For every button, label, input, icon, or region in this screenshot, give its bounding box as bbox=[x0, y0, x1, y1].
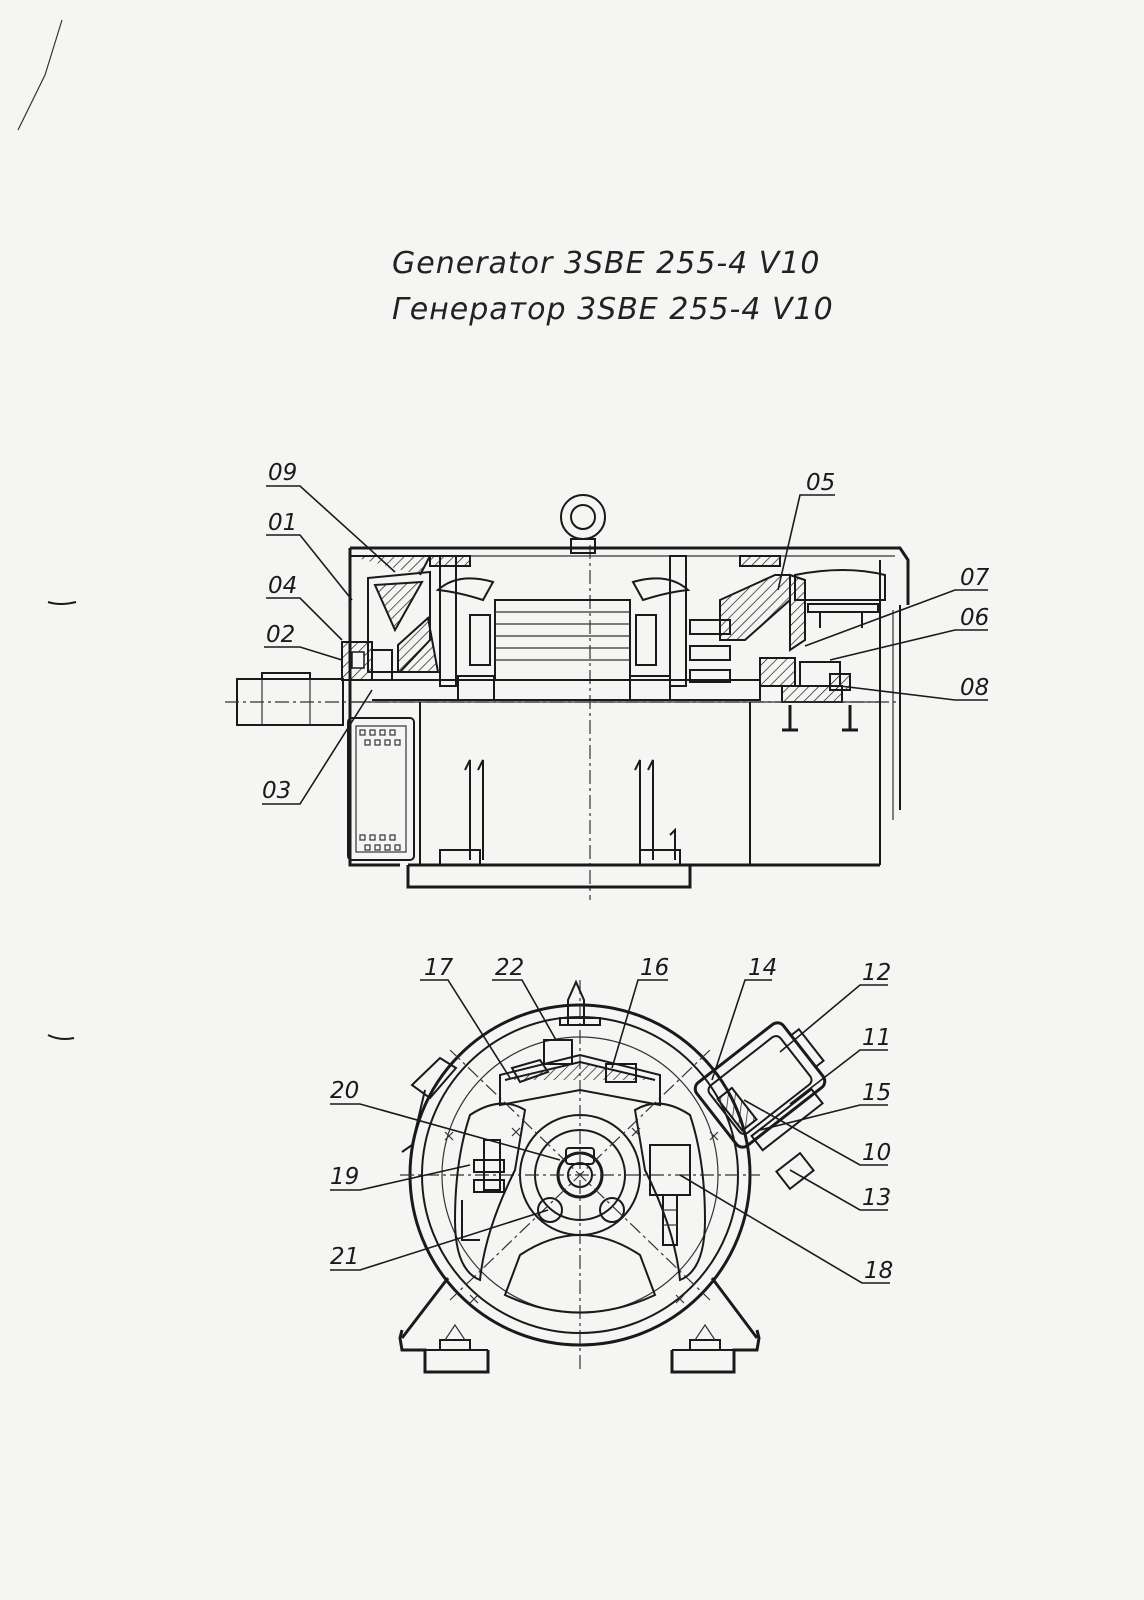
window-bottom bbox=[503, 1234, 657, 1314]
label-20: 20 bbox=[330, 1078, 359, 1104]
lifting-eye bbox=[560, 494, 606, 540]
label-12: 12 bbox=[862, 960, 891, 986]
label-09: 09 bbox=[268, 460, 297, 486]
label-19: 19 bbox=[330, 1164, 359, 1190]
section-view: 09 01 04 02 03 05 07 06 08 bbox=[225, 460, 990, 900]
label-10: 10 bbox=[862, 1140, 891, 1166]
label-08: 08 bbox=[960, 675, 989, 701]
terminal-box-top bbox=[794, 569, 886, 601]
label-17: 17 bbox=[424, 955, 454, 981]
label-03: 03 bbox=[262, 778, 291, 804]
label-05: 05 bbox=[806, 470, 835, 496]
bearing-right bbox=[759, 657, 796, 687]
label-14: 14 bbox=[748, 955, 777, 981]
brush-yoke bbox=[499, 1053, 661, 1107]
label-21: 21 bbox=[330, 1244, 359, 1270]
label-15: 15 bbox=[862, 1080, 891, 1106]
label-07: 07 bbox=[960, 565, 990, 591]
label-01: 01 bbox=[268, 510, 297, 536]
window-right bbox=[633, 1102, 707, 1282]
label-22: 22 bbox=[495, 955, 524, 981]
mounting-foot bbox=[406, 865, 692, 889]
label-11: 11 bbox=[862, 1025, 891, 1051]
window-left bbox=[453, 1102, 527, 1282]
end-box-left bbox=[347, 717, 415, 861]
scan-mark bbox=[47, 601, 77, 605]
terminal-box-side bbox=[693, 1021, 827, 1152]
label-04: 04 bbox=[268, 573, 297, 599]
label-16: 16 bbox=[640, 955, 669, 981]
label-02: 02 bbox=[266, 622, 295, 648]
winding-right bbox=[635, 614, 657, 666]
end-view: 17 22 16 14 12 11 15 10 13 20 19 21 18 bbox=[330, 955, 893, 1374]
winding-left bbox=[469, 614, 491, 666]
housing-top bbox=[350, 546, 910, 605]
scan-mark bbox=[47, 1034, 75, 1040]
vent-dots-bottom bbox=[359, 834, 401, 851]
vent-dots-top bbox=[359, 729, 401, 746]
scan-mark bbox=[17, 19, 63, 131]
bolt-marks bbox=[444, 1127, 719, 1304]
terminal-right bbox=[649, 1144, 691, 1196]
label-18: 18 bbox=[864, 1258, 893, 1284]
label-06: 06 bbox=[960, 605, 989, 631]
title-russian: Генератор 3SBE 255-4 V10 bbox=[392, 292, 834, 327]
title-english: Generator 3SBE 255-4 V10 bbox=[392, 246, 821, 281]
lifting-lug bbox=[567, 979, 585, 1025]
label-13: 13 bbox=[862, 1185, 891, 1211]
